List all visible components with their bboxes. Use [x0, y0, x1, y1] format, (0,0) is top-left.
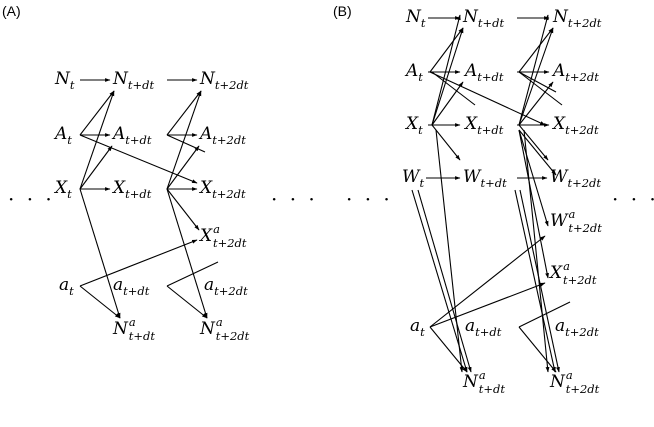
edge-b-18 [429, 326, 468, 373]
node-nt1: Nt+dt [462, 7, 504, 30]
edge-a-7 [79, 90, 115, 190]
edge-b-10 [431, 81, 464, 126]
edge-a-11 [79, 285, 121, 319]
edge-b-32 [523, 129, 550, 373]
node-nt: Nt [54, 69, 75, 92]
edge-a-10 [79, 188, 121, 319]
panel-b-edges [411, 14, 571, 373]
edge-a-17 [166, 188, 200, 231]
node-wt1: Wt+dt [463, 167, 507, 190]
edge-b-30 [514, 189, 556, 373]
node-nt2: Nt+2dt [552, 7, 602, 30]
edge-b-23 [518, 81, 554, 126]
node-at1: At+dt [463, 61, 504, 84]
edge-b-21 [518, 27, 554, 73]
panel-a-edges [79, 78, 219, 319]
edge-b-33 [518, 326, 557, 373]
node-xt2: Xt+2dt [551, 114, 599, 137]
edge-b-17 [435, 129, 464, 373]
edge-b-35 [518, 71, 563, 106]
panel-b-ellipsis-right: · · · [612, 187, 654, 211]
edge-b-25 [518, 71, 557, 93]
node-nt: Nt [405, 7, 426, 30]
panel-a-ellipsis-right: · · · [271, 187, 318, 211]
edge-b-22 [518, 27, 554, 126]
panel-b-ellipsis-left: · · · [346, 187, 393, 211]
edge-b-16 [417, 189, 472, 373]
panel-a-ellipsis-left: · · · [8, 187, 55, 211]
edge-a-12 [79, 239, 198, 287]
node-at: At [53, 124, 72, 147]
edge-a-6 [79, 90, 115, 136]
edge-b-8 [429, 27, 464, 73]
edge-a-19 [166, 285, 208, 319]
node-xt1: Xt+dt [463, 114, 504, 137]
edge-b-28 [518, 129, 549, 227]
node-wt2: Wt+2dt [550, 167, 601, 190]
panel-b-label: (B) [333, 3, 352, 19]
edge-b-34 [518, 301, 571, 328]
node-xt1: Xt+dt [111, 178, 152, 201]
node-at: at [59, 275, 74, 298]
edge-b-20 [429, 235, 546, 328]
node-at1: At+dt [111, 124, 152, 147]
edge-b-19 [429, 282, 546, 328]
edge-b-14 [431, 71, 476, 106]
edge-b-24 [518, 14, 549, 126]
edge-a-8 [79, 145, 113, 190]
edge-a-14 [166, 90, 202, 190]
node-at1: at+dt [465, 316, 502, 339]
node-at1: at+dt [113, 275, 150, 298]
node-at2: at+2dt [204, 275, 248, 298]
edge-b-15 [411, 189, 468, 373]
edge-a-20 [166, 261, 219, 287]
node-at: at [410, 316, 425, 339]
edge-b-13 [431, 124, 461, 161]
node-at: At [404, 61, 423, 84]
node-xt2: Xt+2dt [198, 178, 246, 201]
node-at2: at+2dt [555, 316, 599, 339]
edge-a-16 [166, 134, 206, 153]
node-xt: Xt [404, 114, 423, 137]
edge-a-18 [166, 188, 208, 319]
edge-b-9 [431, 27, 464, 126]
edge-b-29 [518, 129, 549, 279]
node-at2: At+2dt [551, 61, 599, 84]
edge-a-13 [166, 90, 202, 136]
edge-a-15 [166, 145, 200, 190]
panel-a-label: (A) [2, 3, 21, 19]
node-xt: Xt [53, 178, 72, 201]
node-wt: Wt [402, 167, 424, 190]
node-nt1: Nt+dt [112, 69, 154, 92]
node-at2: At+2dt [198, 124, 246, 147]
edge-b-11 [431, 14, 461, 126]
node-nt2: Nt+2dt [199, 69, 249, 92]
